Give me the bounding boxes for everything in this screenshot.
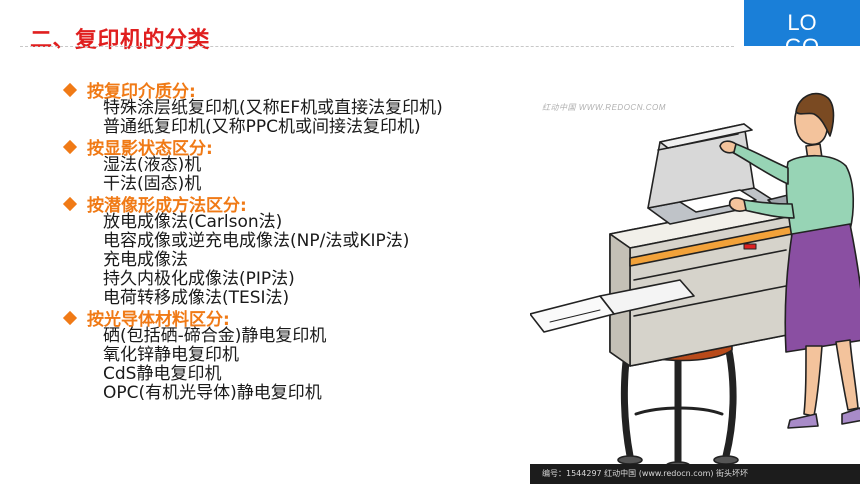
- page-title: 二、复印机的分类: [30, 28, 211, 53]
- list-item: 特殊涂层纸复印机(又称EF机或直接法复印机): [103, 98, 443, 118]
- list-item: OPC(有机光导体)静电复印机: [103, 383, 322, 403]
- logo-text-line1: LO: [787, 10, 817, 35]
- list-item: 干法(固态)机: [103, 174, 202, 194]
- list-item: 电容成像或逆充电成像法(NP/法或KIP法): [103, 231, 410, 251]
- section-heading-medium: 按复印介质分:: [62, 80, 532, 102]
- list-item: 湿法(液态)机: [103, 155, 202, 175]
- diamond-bullet-icon: [62, 139, 78, 154]
- logo: LO GO: [744, 0, 860, 46]
- image-footer-bar: 编号：1544297 红动中国 (www.redocn.com) 街头坏坏: [530, 464, 860, 484]
- section-heading-latent-image: 按潜像形成方法区分:: [62, 194, 532, 216]
- list-item: 电荷转移成像法(TESI法): [103, 288, 290, 308]
- list-item: 普通纸复印机(又称PPC机或间接法复印机): [103, 117, 421, 137]
- classification-list: 按复印介质分: 特殊涂层纸复印机(又称EF机或直接法复印机) 普通纸复印机(又称…: [62, 80, 532, 403]
- list-item: 放电成像法(Carlson法): [103, 212, 283, 232]
- section-heading-text: 按显影状态区分:: [87, 139, 213, 159]
- list-item: 持久内极化成像法(PIP法): [103, 269, 295, 289]
- list-item: 充电成像法: [103, 250, 188, 270]
- section-heading-text: 按复印介质分:: [87, 82, 196, 102]
- section-heading-development: 按显影状态区分:: [62, 137, 532, 159]
- list-item: CdS静电复印机: [103, 364, 222, 384]
- diamond-bullet-icon: [62, 310, 78, 325]
- diamond-bullet-icon: [62, 196, 78, 211]
- copier-illustration: [530, 92, 860, 471]
- list-item: 氧化锌静电复印机: [103, 345, 239, 365]
- logo-text-line2: GO: [744, 35, 860, 47]
- section-heading-text: 按潜像形成方法区分:: [87, 196, 247, 216]
- list-item: 硒(包括硒-碲合金)静电复印机: [103, 326, 327, 346]
- title-divider: [20, 46, 734, 47]
- diamond-bullet-icon: [62, 82, 78, 97]
- section-heading-photoconductor: 按光导体材料区分:: [62, 308, 532, 330]
- watermark-text: 红动中国 WWW.REDOCN.COM: [542, 103, 666, 112]
- section-heading-text: 按光导体材料区分:: [87, 310, 230, 330]
